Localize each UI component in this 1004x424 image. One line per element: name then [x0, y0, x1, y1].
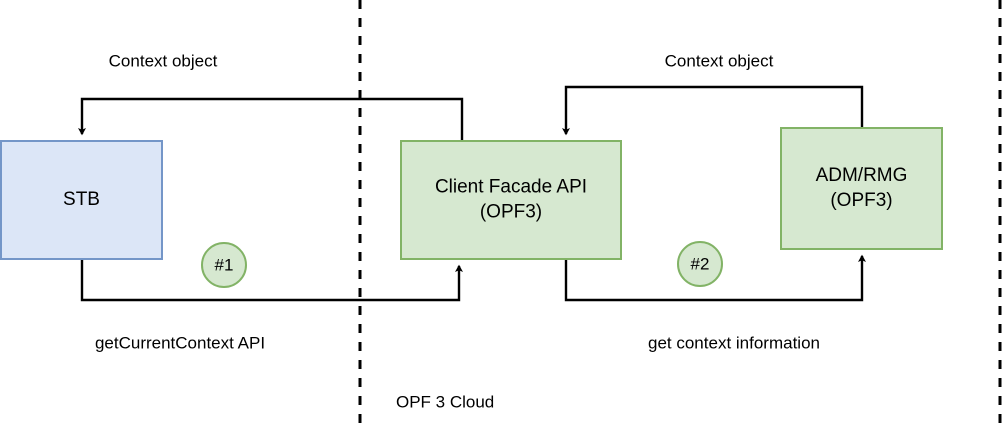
node-client-facade-api-label-line2: (OPF3): [480, 202, 542, 223]
step-marker-1-label: #1: [215, 255, 234, 274]
marker-1-group[interactable]: #1: [201, 242, 247, 288]
node-client-facade-api[interactable]: Client Facade API (OPF3): [400, 140, 622, 260]
step-marker-2-circle[interactable]: [677, 241, 723, 287]
edge-label-group: Context object getCurrentContext API Con…: [95, 51, 820, 352]
edge-get-context-information: [564, 254, 866, 302]
edge-context-object-left: [78, 97, 464, 141]
edge-label-get-context-information: get context information: [648, 333, 820, 352]
cloud-zone-label: OPF 3 Cloud: [396, 392, 494, 411]
node-client-facade-api-label-line1: Client Facade API: [435, 177, 587, 198]
step-marker-2-label: #2: [691, 254, 710, 273]
edge-label-context-object-left: Context object: [109, 51, 218, 70]
node-adm-rmg[interactable]: ADM/RMG (OPF3): [780, 127, 943, 250]
edge-group: [78, 85, 866, 302]
edge-label-get-current-context-api: getCurrentContext API: [95, 333, 265, 352]
node-adm-rmg-label-line1: ADM/RMG: [816, 165, 908, 186]
node-client-facade-api-box[interactable]: [400, 140, 622, 260]
edge-context-object-right: [562, 85, 864, 136]
edge-get-current-context-api: [80, 259, 463, 302]
node-stb[interactable]: STB: [0, 140, 163, 260]
marker-2-group[interactable]: #2: [677, 241, 723, 287]
node-stb-label: STB: [63, 189, 100, 210]
node-stb-box[interactable]: [0, 140, 163, 260]
node-adm-rmg-box[interactable]: [780, 127, 943, 250]
node-adm-rmg-label-line2: (OPF3): [830, 190, 892, 211]
step-marker-1-circle[interactable]: [201, 242, 247, 288]
edge-label-context-object-right: Context object: [665, 51, 774, 70]
